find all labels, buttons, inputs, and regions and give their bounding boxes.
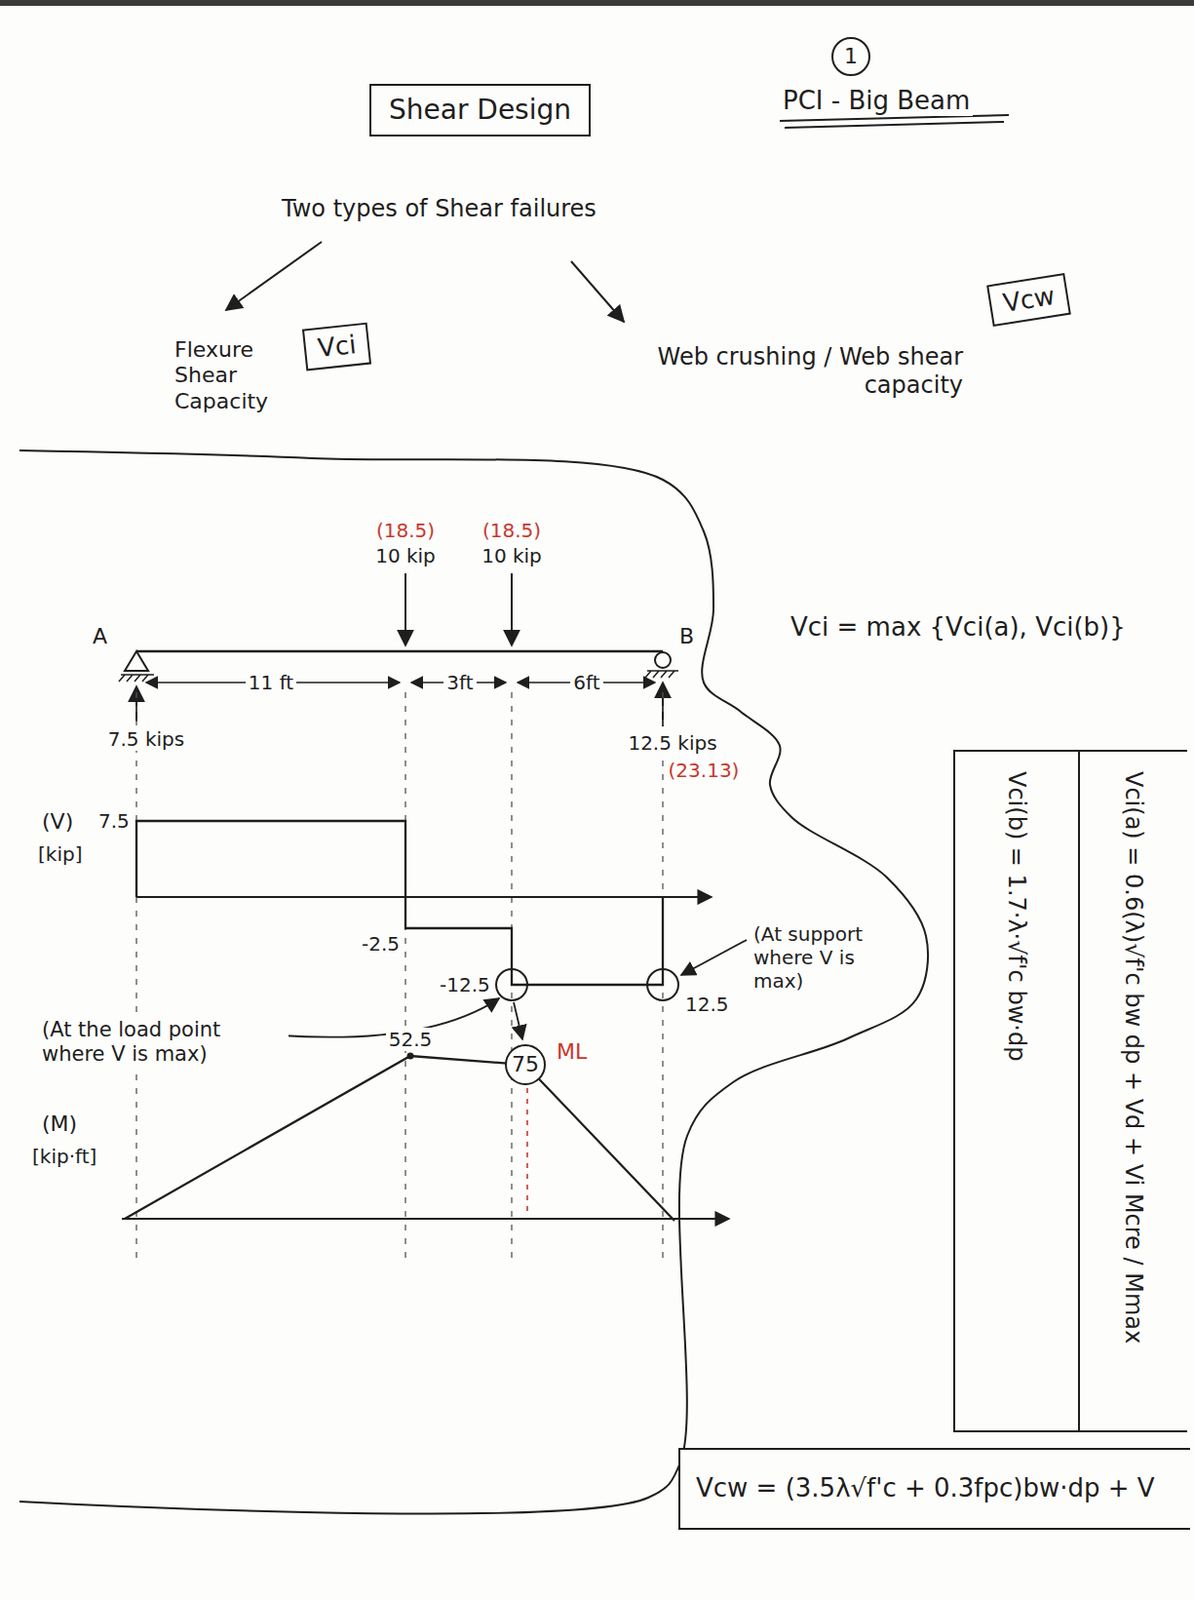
highlight-circle bbox=[647, 968, 679, 1001]
peak-dot bbox=[407, 1052, 415, 1060]
reaction-arrow bbox=[135, 686, 138, 722]
capacity-box: Vcw bbox=[986, 272, 1072, 327]
axis-name: (M) bbox=[38, 1111, 80, 1137]
support-name: A bbox=[89, 623, 111, 650]
dimension: 3ft bbox=[443, 670, 476, 694]
node-text: Shear Design bbox=[388, 93, 572, 127]
reaction-value: (23.13) bbox=[665, 758, 743, 782]
diagram-value: 7.5 bbox=[95, 808, 133, 833]
moment-circle: 75 bbox=[504, 1043, 546, 1085]
note-text: Two types of Shear failures bbox=[278, 194, 600, 224]
branch-label: Web crushing / Web shear capacity bbox=[623, 343, 966, 400]
moment-diagram bbox=[124, 1055, 675, 1221]
branch-arrow bbox=[226, 241, 322, 310]
node-text: Vci bbox=[315, 329, 357, 364]
underline bbox=[784, 121, 1004, 128]
branch-label: Flexure Shear Capacity bbox=[171, 337, 287, 415]
axis bbox=[136, 895, 712, 898]
title-box: Shear Design bbox=[369, 83, 591, 137]
load-arrow bbox=[510, 573, 513, 646]
branch-arrow bbox=[571, 261, 624, 322]
load-value: (18.5) bbox=[373, 518, 438, 542]
node-text: Vci(a) = 0.6(λ)√f'c bw dp + Vd + Vi Mcre… bbox=[1118, 770, 1149, 1344]
axis bbox=[121, 1217, 730, 1220]
moment-symbol: ML bbox=[553, 1039, 590, 1065]
panel-divider bbox=[1078, 751, 1080, 1430]
load-value: (18.5) bbox=[479, 518, 544, 542]
leader-arrow bbox=[513, 1001, 523, 1040]
callout-note: (At support where V is max) bbox=[750, 922, 898, 993]
heading-note: PCI - Big Beam bbox=[779, 85, 973, 116]
reaction-value: 12.5 kips bbox=[624, 731, 720, 755]
projection-line bbox=[136, 692, 663, 1258]
support-hatch bbox=[645, 670, 679, 678]
node-text: Vcw bbox=[1001, 280, 1058, 319]
node-text: 75 bbox=[511, 1051, 540, 1078]
page-number-circle: 1 bbox=[831, 37, 871, 77]
dimension: 6ft bbox=[570, 670, 603, 694]
node-text: Vcw = (3.5λ√f'c + 0.3fpc)bw·dp + V bbox=[695, 1472, 1156, 1503]
freehand-outline bbox=[19, 450, 928, 1513]
highlight-circle bbox=[496, 968, 528, 1001]
load-value: 10 kip bbox=[478, 543, 545, 568]
diagram-value: -2.5 bbox=[358, 931, 403, 956]
callout-note: (At the load point where V is max) bbox=[38, 1017, 289, 1067]
axis-unit: [kip] bbox=[35, 842, 85, 866]
axis-unit: [kip·ft] bbox=[29, 1144, 100, 1168]
formula-panel: Vci(a) = 0.6(λ)√f'c bw dp + Vd + Vi Mcre… bbox=[953, 749, 1188, 1432]
equation: Vci = max {Vci(a), Vci(b)} bbox=[787, 612, 1129, 643]
load-arrow bbox=[404, 573, 407, 646]
dimension: 11 ft bbox=[245, 670, 297, 694]
diagram-value: 52.5 bbox=[385, 1027, 436, 1051]
capacity-box: Vci bbox=[302, 322, 372, 372]
leader-arrow bbox=[681, 939, 747, 975]
roller-support bbox=[654, 652, 671, 668]
red-projection bbox=[526, 1087, 529, 1215]
support-hatch bbox=[118, 674, 155, 682]
pin-support bbox=[124, 651, 149, 671]
axis-name: (V) bbox=[38, 808, 77, 835]
reaction-value: 7.5 kips bbox=[105, 727, 188, 751]
diagram-value: -12.5 bbox=[436, 972, 494, 997]
node-text: Vci(b) = 1.7·λ·√f'c bw·dp bbox=[1001, 770, 1032, 1061]
support-name: B bbox=[676, 623, 697, 650]
shear-diagram bbox=[136, 820, 663, 985]
photo-edge bbox=[0, 0, 1194, 6]
diagram-value: 12.5 bbox=[682, 992, 732, 1016]
formula-box: Vcw = (3.5λ√f'c + 0.3fpc)bw·dp + V bbox=[678, 1447, 1191, 1530]
beam bbox=[136, 650, 663, 654]
node-text: 1 bbox=[844, 43, 858, 70]
load-value: 10 kip bbox=[372, 543, 439, 568]
